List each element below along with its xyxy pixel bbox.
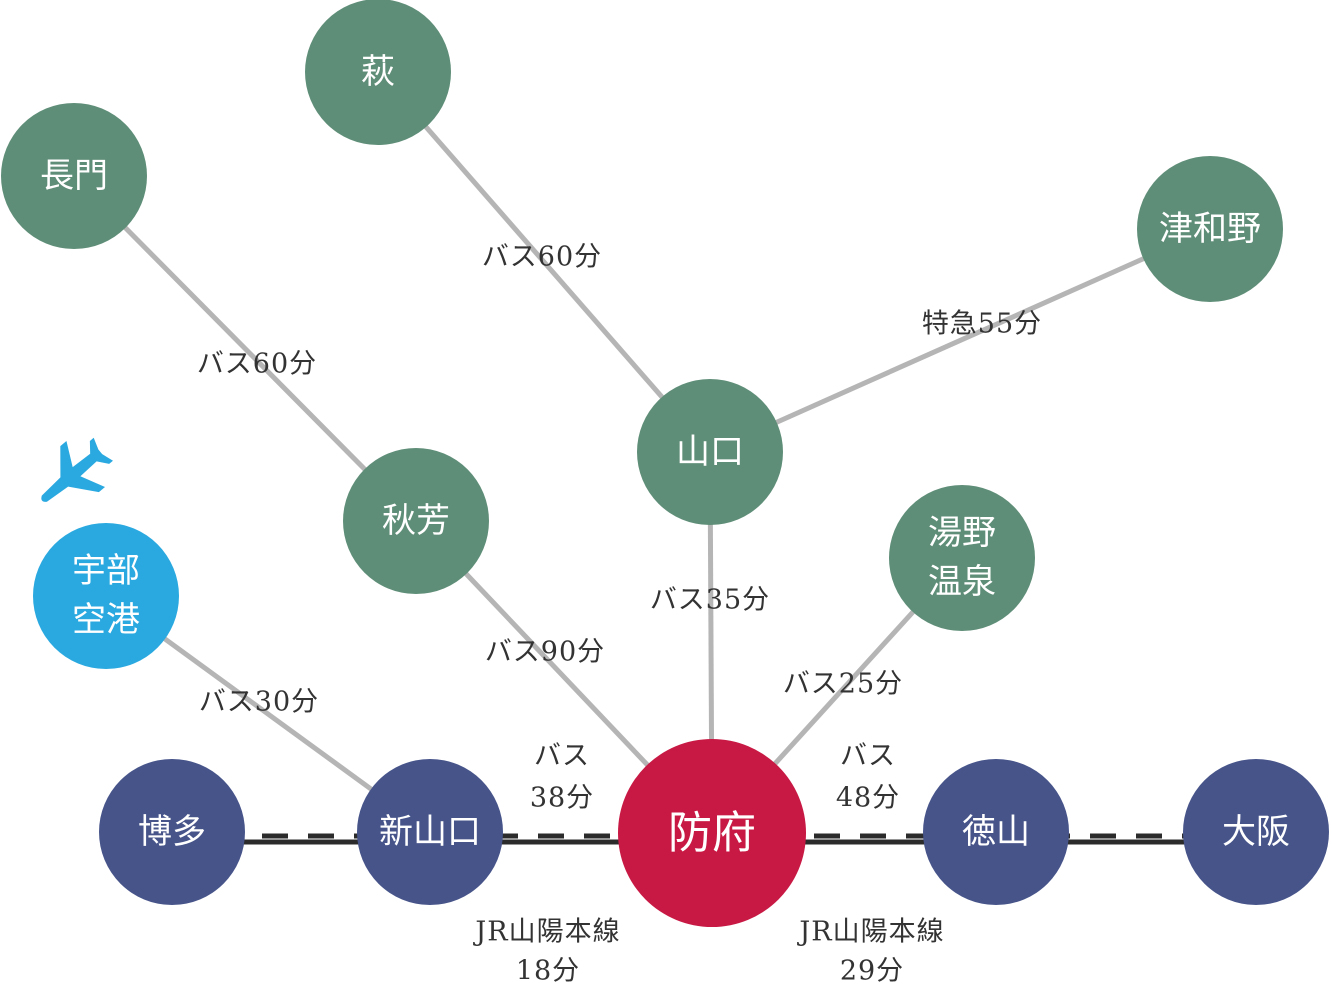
node-yamaguchi-label: 山口 (676, 432, 744, 472)
node-hofu-circle (618, 739, 806, 927)
node-hofu: 防府 (618, 739, 806, 927)
edge-label-yamaguchi-hofu: バス35分 (650, 585, 770, 616)
node-tokuyama: 徳山 (923, 759, 1069, 905)
node-shin-yamaguchi-label: 新山口 (379, 812, 481, 852)
node-nagato-label: 長門 (40, 156, 108, 196)
node-ube-airport-label-line2: 空港 (72, 600, 140, 640)
edge-label-hofu-tokuyama-bus-mode: バス (840, 741, 896, 772)
node-hakata-circle (99, 759, 245, 905)
node-tsuwano-circle (1137, 156, 1283, 302)
node-nagato-circle (1, 103, 147, 249)
node-ube-airport: 宇部 空港 (33, 523, 179, 669)
edge-label-shinyamaguchi-hofu-rail-time: 18分 (516, 956, 580, 987)
edge-label-shinyamaguchi-hofu-bus-mode: バス (534, 741, 590, 772)
airplane-icon (41, 437, 113, 502)
node-hagi: 萩 (305, 0, 451, 145)
node-yuda-onsen-label-line2: 温泉 (928, 562, 996, 602)
node-shin-yamaguchi-circle (357, 759, 503, 905)
node-akiyoshi: 秋芳 (343, 448, 489, 594)
node-yuda-onsen-label-line1: 湯野 (928, 513, 996, 553)
node-osaka-circle (1183, 759, 1329, 905)
edge-label-hofu-tokuyama-rail-time: 29分 (840, 956, 904, 987)
edge-label-nagato-akiyoshi: バス60分 (197, 349, 317, 380)
node-osaka-label: 大阪 (1222, 812, 1290, 852)
edge-labels: バス60分 バス60分 特急55分 バス35分 バス90分 バス25分 バス30… (197, 242, 1042, 987)
node-osaka: 大阪 (1183, 759, 1329, 905)
node-yuda-onsen: 湯野 温泉 (889, 485, 1035, 631)
connector-nagato-akiyoshi (72, 174, 418, 523)
node-tsuwano-label: 津和野 (1159, 209, 1261, 249)
node-ube-airport-label-line1: 宇部 (72, 551, 140, 591)
node-hagi-circle (305, 0, 451, 145)
edge-label-shinyamaguchi-hofu-rail-line: JR山陽本線 (472, 917, 620, 948)
node-shin-yamaguchi: 新山口 (357, 759, 503, 905)
node-hakata-label: 博多 (138, 812, 206, 852)
node-yuda-onsen-circle (889, 485, 1035, 631)
node-tsuwano: 津和野 (1137, 156, 1283, 302)
node-hagi-label: 萩 (361, 52, 395, 92)
node-tokuyama-label: 徳山 (962, 812, 1030, 852)
edge-label-hagi-yamaguchi: バス60分 (482, 242, 602, 273)
edge-label-hofu-tokuyama-bus-time: 48分 (836, 783, 900, 814)
nodes: 萩 長門 津和野 山口 秋芳 湯野 温泉 宇部 空港 (1, 0, 1329, 927)
connector-tsuwano-yamaguchi (708, 226, 1212, 455)
edge-label-shinyamaguchi-hofu-bus-time: 38分 (530, 783, 594, 814)
node-hofu-label: 防府 (668, 808, 756, 859)
edge-label-yuda-hofu: バス25分 (783, 669, 903, 700)
node-akiyoshi-label: 秋芳 (382, 501, 450, 541)
edge-label-akiyoshi-hofu: バス90分 (485, 637, 605, 668)
node-tokuyama-circle (923, 759, 1069, 905)
node-hakata: 博多 (99, 759, 245, 905)
node-akiyoshi-circle (343, 448, 489, 594)
airplane-icon-shape (41, 437, 113, 502)
node-yamaguchi: 山口 (637, 379, 783, 525)
connector-hagi-yamaguchi (376, 70, 712, 454)
node-ube-airport-circle (33, 523, 179, 669)
edge-label-airport-shinyamaguchi: バス30分 (199, 687, 319, 718)
node-nagato: 長門 (1, 103, 147, 249)
node-yamaguchi-circle (637, 379, 783, 525)
edge-label-tsuwano-yamaguchi: 特急55分 (922, 309, 1042, 340)
edge-label-hofu-tokuyama-rail-line: JR山陽本線 (796, 917, 944, 948)
